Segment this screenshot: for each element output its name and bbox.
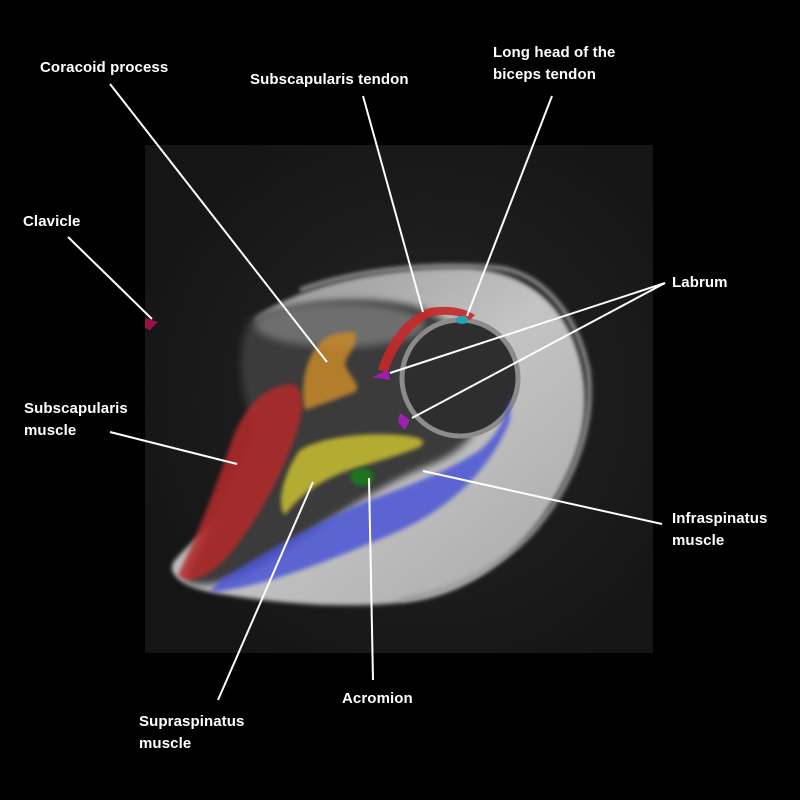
- leader-line-clavicle: [67, 236, 153, 320]
- label-infraspinatus-muscle: Infraspinatus muscle: [672, 510, 768, 549]
- label-subscapularis-tendon: Subscapularis tendon: [250, 71, 409, 88]
- subscapularis-tendon-region: [378, 306, 475, 372]
- labrum-posterior-region: [398, 413, 410, 430]
- leader-line-subscapularis-tendon: [362, 95, 424, 313]
- infraspinatus-muscle-region: [211, 380, 511, 593]
- skin-rim: [299, 263, 592, 602]
- supraspinatus-muscle-region: [280, 434, 424, 515]
- label-supraspinatus-muscle: Supraspinatus muscle: [139, 713, 245, 752]
- leader-line-acromion: [368, 477, 374, 681]
- label-biceps-tendon: Long head of the biceps tendon: [493, 44, 616, 83]
- label-acromion: Acromion: [342, 690, 413, 707]
- leader-line-labrum-2: [411, 282, 666, 419]
- leader-line-coracoid: [109, 83, 328, 363]
- label-subscapularis-muscle: Subscapularis muscle: [24, 400, 128, 439]
- label-coracoid-process: Coracoid process: [40, 59, 169, 76]
- label-labrum: Labrum: [672, 274, 728, 291]
- subscapularis-muscle-region: [178, 384, 302, 580]
- soft-tissue-ellipse: [255, 303, 425, 347]
- label-clavicle: Clavicle: [23, 213, 81, 230]
- leader-line-biceps-tendon: [466, 95, 553, 317]
- acromion-region: [350, 468, 374, 486]
- biceps-tendon-region: [456, 316, 468, 324]
- coracoid-process-region: [303, 332, 358, 410]
- labrum-anterior-region: [372, 370, 390, 380]
- leader-line-subscapularis-muscle: [109, 431, 238, 465]
- leader-line-infraspinatus: [422, 470, 663, 525]
- leader-line-supraspinatus: [217, 481, 314, 701]
- leader-line-labrum-1: [389, 282, 666, 374]
- clavicle-region: [145, 318, 158, 330]
